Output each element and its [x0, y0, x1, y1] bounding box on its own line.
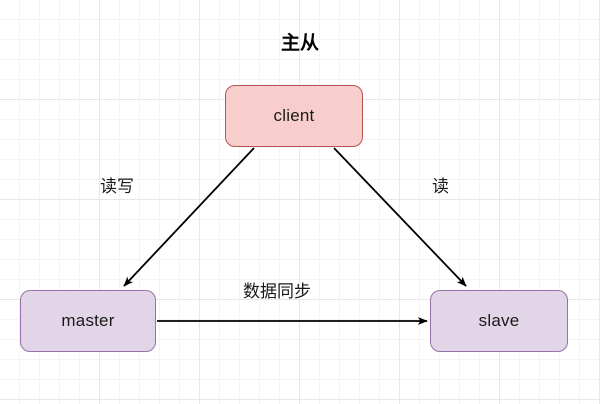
node-master[interactable]: master [20, 290, 156, 352]
edge-label-master-slave: 数据同步 [243, 282, 311, 301]
node-client-label: client [273, 106, 315, 125]
node-slave[interactable]: slave [430, 290, 568, 352]
node-client[interactable]: client [225, 85, 363, 147]
node-master-label: master [61, 311, 115, 330]
diagram-title: 主从 [280, 33, 319, 54]
edge-client-master [123, 147, 255, 287]
node-slave-label: slave [478, 311, 520, 330]
edge-label-client-slave: 读 [432, 177, 449, 196]
edge-label-client-master: 读写 [100, 177, 134, 196]
edge-client-slave [333, 147, 467, 287]
